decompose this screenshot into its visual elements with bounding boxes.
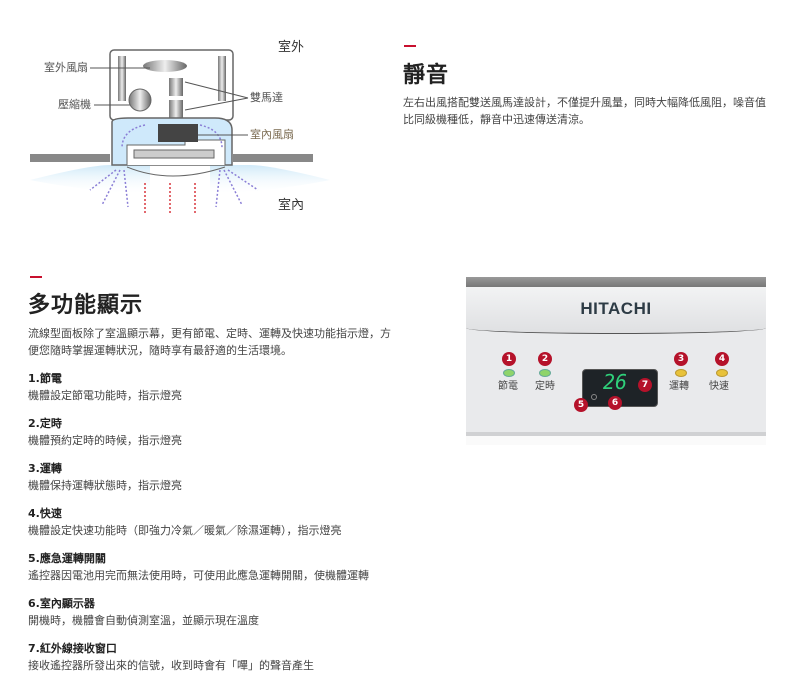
feature-title: 5.應急運轉開關 <box>28 552 106 565</box>
indoor-label: 室內 <box>278 198 305 213</box>
display-description: 流線型面板除了室溫顯示幕，更有節電、定時、運轉及快速功能指示燈，方便您隨時掌握運… <box>28 327 391 357</box>
feature-item: 2.定時機體預約定時的時候，指示燈亮 <box>28 415 408 449</box>
feature-desc: 機體預約定時的時候，指示燈亮 <box>28 434 182 447</box>
feature-title: 2.定時 <box>28 417 62 430</box>
control-panel-image: HITACHI 1 2 3 4 節電 定時 運轉 快速 26 5 6 7 <box>466 277 766 445</box>
badge-4: 4 <box>715 352 729 366</box>
feature-desc: 機體設定節電功能時，指示燈亮 <box>28 389 182 402</box>
turbo-label: 快速 <box>709 381 729 392</box>
feature-title: 4.快速 <box>28 507 62 520</box>
dual-motor-diagram: 室外 室外風扇 壓縮機 雙馬達 室內風扇 室內 <box>30 30 330 220</box>
section-accent-dash <box>30 276 42 278</box>
badge-1: 1 <box>502 352 516 366</box>
compressor-label: 壓縮機 <box>58 98 91 111</box>
run-label: 運轉 <box>669 381 689 392</box>
section-accent-dash <box>404 45 416 47</box>
panel-upper <box>466 287 766 334</box>
feature-item: 3.運轉機體保持運轉狀態時，指示燈亮 <box>28 460 408 494</box>
feature-desc: 機體設定快速功能時（即強力冷氣／暖氣／除濕運轉），指示燈亮 <box>28 524 342 537</box>
quiet-title: 靜音 <box>403 63 450 88</box>
feature-desc: 開機時，機體會自動偵測室溫，並顯示現在溫度 <box>28 614 259 627</box>
feature-item: 1.節電機體設定節電功能時，指示燈亮 <box>28 370 408 404</box>
temperature-readout: 26 <box>603 370 628 394</box>
display-title: 多功能顯示 <box>28 293 144 318</box>
turbo-indicator-led <box>716 369 728 377</box>
panel-top-edge <box>466 277 766 287</box>
feature-desc: 接收遙控器所發出來的信號，收到時會有「嗶」的聲音產生 <box>28 659 314 672</box>
emergency-switch-icon <box>591 394 597 400</box>
feature-item: 4.快速機體設定快速功能時（即強力冷氣／暖氣／除濕運轉），指示燈亮 <box>28 505 408 539</box>
feature-item: 7.紅外線接收窗口接收遙控器所發出來的信號，收到時會有「嗶」的聲音產生 <box>28 640 408 674</box>
eco-indicator-led <box>503 369 515 377</box>
feature-title: 6.室內顯示器 <box>28 597 95 610</box>
feature-title: 1.節電 <box>28 372 62 385</box>
feature-item: 6.室內顯示器開機時，機體會自動偵測室溫，並顯示現在溫度 <box>28 595 408 629</box>
quiet-description: 左右出風搭配雙送風馬達設計，不僅提升風量，同時大幅降低風阻，噪音值比同級機種低，… <box>403 96 766 126</box>
badge-6: 6 <box>608 396 622 410</box>
air-conditioner-diagram-graphic <box>30 49 330 213</box>
panel-bottom-edge <box>466 432 766 436</box>
feature-item: 5.應急運轉開關遙控器因電池用完而無法使用時，可使用此應急運轉開關，使機體運轉 <box>28 550 408 584</box>
eco-label: 節電 <box>498 381 518 392</box>
brand-logo: HITACHI <box>580 299 652 318</box>
timer-label: 定時 <box>535 381 555 392</box>
dual-motor-label: 雙馬達 <box>250 91 283 104</box>
outdoor-label: 室外 <box>278 40 305 55</box>
outdoor-fan-label: 室外風扇 <box>44 61 88 74</box>
run-indicator-led <box>675 369 687 377</box>
indoor-fan-label: 室內風扇 <box>250 128 294 141</box>
feature-desc: 遙控器因電池用完而無法使用時，可使用此應急運轉開關，使機體運轉 <box>28 569 369 582</box>
feature-title: 7.紅外線接收窗口 <box>28 642 117 655</box>
timer-indicator-led <box>539 369 551 377</box>
feature-desc: 機體保持運轉狀態時，指示燈亮 <box>28 479 182 492</box>
badge-7: 7 <box>638 378 652 392</box>
feature-title: 3.運轉 <box>28 462 62 475</box>
panel-footer <box>466 436 766 445</box>
badge-3: 3 <box>674 352 688 366</box>
badge-5: 5 <box>574 398 588 412</box>
badge-2: 2 <box>538 352 552 366</box>
